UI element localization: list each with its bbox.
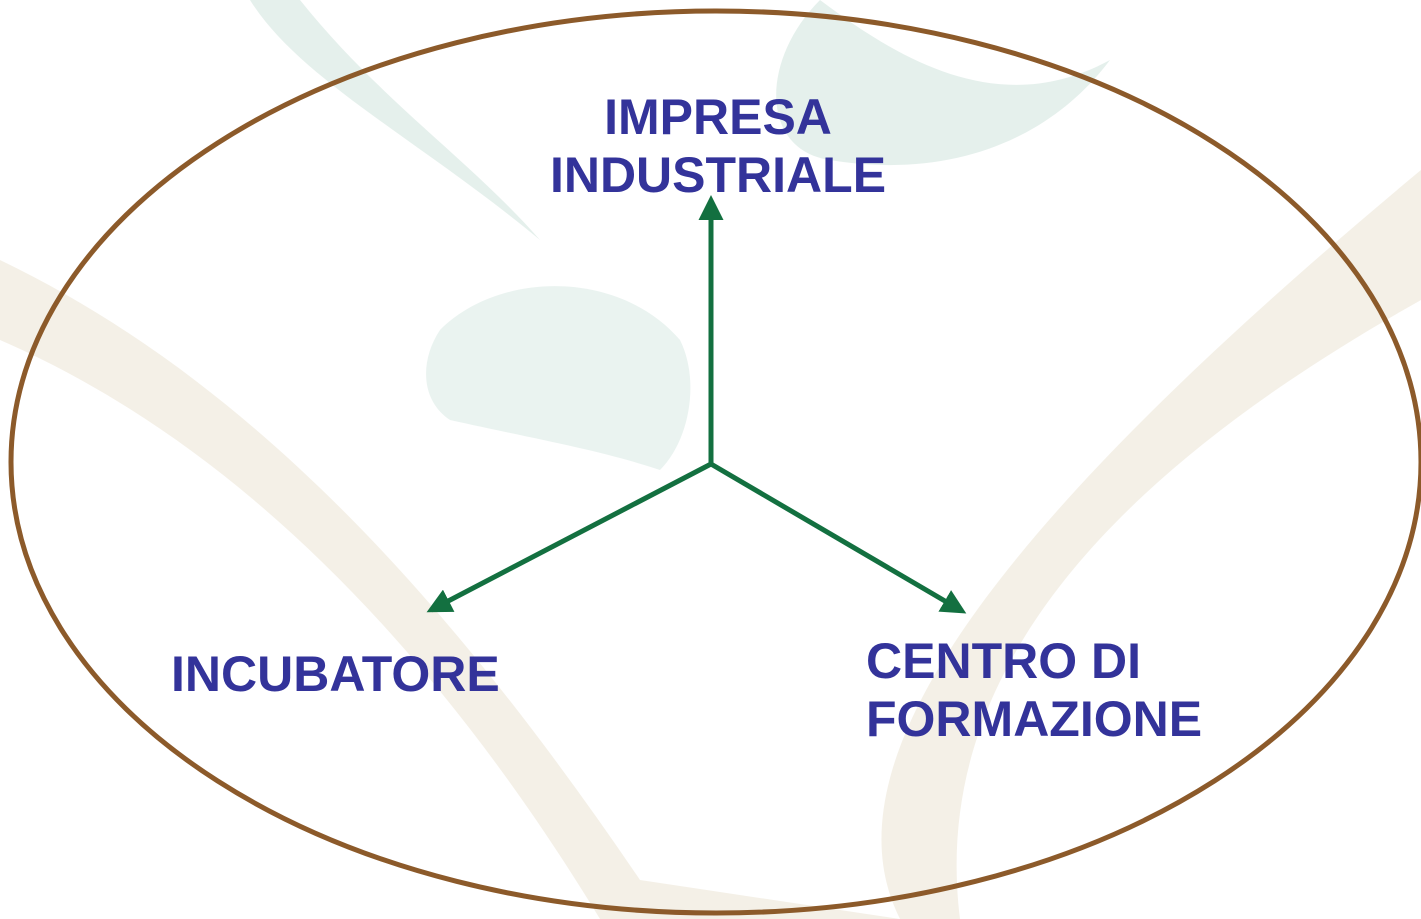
leaf-watermark-center: [426, 286, 691, 470]
node-incubatore: INCUBATORE: [171, 645, 500, 703]
leaf-watermark-left: [250, 0, 540, 240]
boundary-ellipse: [8, 8, 1421, 916]
node-incubatore-line1: INCUBATORE: [171, 646, 500, 702]
leaf-watermark-right: [776, 0, 1110, 166]
node-impresa-industriale: IMPRESA INDUSTRIALE: [518, 88, 918, 204]
node-centro-di-formazione-line2: FORMAZIONE: [866, 691, 1203, 747]
node-centro-di-formazione-line1: CENTRO DI: [866, 633, 1141, 689]
node-impresa-industriale-line1: IMPRESA: [604, 89, 832, 145]
node-impresa-industriale-line2: INDUSTRIALE: [549, 147, 887, 203]
arrow-to-incubatore: [426, 461, 713, 613]
node-centro-di-formazione: CENTRO DI FORMAZIONE: [866, 632, 1202, 748]
arrow-to-centro-di-formazione: [709, 461, 967, 614]
